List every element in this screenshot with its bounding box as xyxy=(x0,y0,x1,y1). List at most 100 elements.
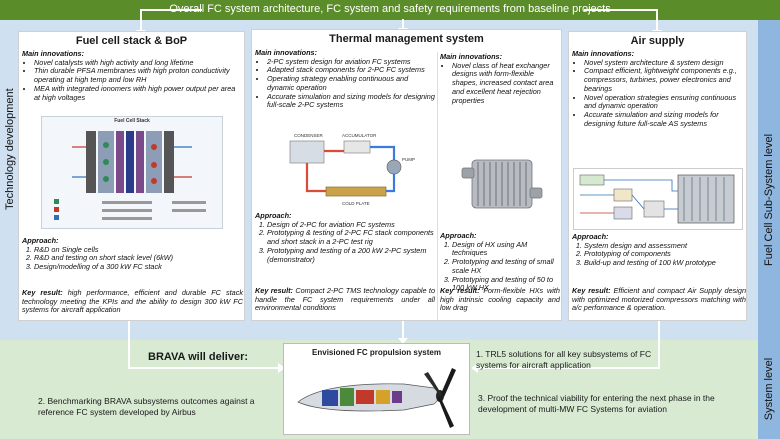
arrow-fc-right xyxy=(128,367,280,369)
air-approach: Approach: System design and assessment P… xyxy=(572,232,746,268)
list-item: Design/modelling of a 300 kW FC stack xyxy=(34,262,243,272)
air-key-result: Key result: Efficient and compact Air Su… xyxy=(572,286,746,313)
list-item: 2-PC system design for aviation FC syste… xyxy=(267,57,435,67)
system-level-label: System level xyxy=(763,357,775,421)
air-supply-schematic-image xyxy=(573,168,743,230)
arrow-air-down xyxy=(658,321,660,369)
arrow-fc-down xyxy=(128,321,130,369)
list-item: Design of 2-PC for aviation FC systems xyxy=(267,220,435,230)
hx-innovations: Main innovations: Novel class of heat ex… xyxy=(440,52,560,106)
key-result-label: Key result: xyxy=(440,286,480,295)
list-item: Adapted stack components for 2-PC FC sys… xyxy=(267,66,435,75)
thermal-management-panel: Thermal management system Main innovatio… xyxy=(251,29,562,321)
innovations-list: 2-PC system design for aviation FC syste… xyxy=(255,57,435,110)
list-item: Prototyping and testing of 50 to 100 kW … xyxy=(452,275,560,293)
fuel-cell-title: Fuel cell stack & BoP xyxy=(75,35,188,47)
deliverable-2-text: 2. Benchmarking BRAVA subsystems outcome… xyxy=(38,396,255,417)
key-result-text: Efficient and compact Air Supply design … xyxy=(572,286,746,313)
heat-exchanger-illustration xyxy=(461,159,543,209)
list-item: R&D on Single cells xyxy=(34,245,243,255)
key-result-label: Key result: xyxy=(22,288,63,297)
arrow-mid-down xyxy=(402,19,404,31)
deliverable-3-text: 3. Proof the technical viability for ent… xyxy=(478,393,715,414)
hx-key-result: Key result: Form-flexible HXs with high … xyxy=(440,286,560,313)
fuel-cell-innovations: Main innovations: Novel catalysts with h… xyxy=(22,49,243,103)
approach-heading: Approach: xyxy=(22,236,59,245)
header-bar: Overall FC system architecture, FC syste… xyxy=(0,0,780,20)
cold-plate-label: COLD PLATE xyxy=(342,201,370,206)
envisioned-propulsion-title: Envisioned FC propulsion system xyxy=(312,348,441,357)
header-title: Overall FC system architecture, FC syste… xyxy=(169,3,611,15)
list-item: Novel system architecture & system desig… xyxy=(584,58,746,68)
deliverable-2: 2. Benchmarking BRAVA subsystems outcome… xyxy=(38,396,278,418)
air-supply-title: Air supply xyxy=(630,35,685,47)
innovations-heading: Main innovations: xyxy=(22,49,85,58)
fuel-cell-approach: Approach: R&D on Single cells R&D and te… xyxy=(22,236,243,272)
thermal-divider xyxy=(437,52,438,320)
key-result-text: Compact 2-PC TMS technology capable to h… xyxy=(255,286,435,313)
sub-system-level-label: Fuel Cell Sub-System level xyxy=(763,133,775,266)
arrow-fc-head xyxy=(278,363,285,373)
list-item: Novel class of heat exchanger designs wi… xyxy=(452,61,560,106)
approach-heading: Approach: xyxy=(440,231,477,240)
innovations-heading: Main innovations: xyxy=(572,49,635,58)
approach-list: Design of HX using AM techniques Prototy… xyxy=(440,240,560,293)
list-item: Operating strategy enabling continuous a… xyxy=(267,74,435,92)
list-item: Prototyping and testing of a 200 kW 2-PC… xyxy=(267,246,435,264)
technology-development-label: Technology development xyxy=(4,88,16,210)
list-item: Accurate simulation and sizing models fo… xyxy=(267,92,435,110)
fuel-cell-stack-illustration xyxy=(54,131,206,220)
deliverable-1-text: 1. TRL5 solutions for all key subsystems… xyxy=(476,349,652,370)
envisioned-propulsion-box: Envisioned FC propulsion system xyxy=(283,343,470,435)
hx-approach: Approach: Design of HX using AM techniqu… xyxy=(440,231,560,293)
image-caption: Fuel Cell Stack xyxy=(114,118,150,124)
list-item: Novel catalysts with high activity and l… xyxy=(34,58,243,68)
list-item: Prototyping and testing of small scale H… xyxy=(452,257,560,275)
brava-deliver-title: BRAVA will deliver: xyxy=(148,351,249,363)
innovations-heading: Main innovations: xyxy=(440,52,503,61)
heat-exchanger-image xyxy=(458,148,548,222)
fuel-cell-key-result: Key result: high performance, efficient … xyxy=(22,288,243,315)
propulsion-system-illustration xyxy=(297,368,456,428)
condenser-label: CONDENSER xyxy=(294,133,324,138)
deliverable-3: 3. Proof the technical viability for ent… xyxy=(478,393,740,415)
arrow-left-down xyxy=(140,9,142,33)
list-item: System design and assessment xyxy=(584,241,746,251)
approach-heading: Approach: xyxy=(255,211,292,220)
arrow-right-down xyxy=(656,9,658,33)
approach-heading: Approach: xyxy=(572,232,609,241)
arrow-tms-head xyxy=(398,338,408,344)
thermal-innovations: Main innovations: 2-PC system design for… xyxy=(255,48,435,110)
approach-list: System design and assessment Prototyping… xyxy=(572,241,746,268)
air-supply-schematic xyxy=(579,174,735,224)
innovations-list: Novel system architecture & system desig… xyxy=(572,58,746,129)
arrow-air-head xyxy=(471,363,478,373)
arrow-right-horizontal xyxy=(584,9,658,11)
list-item: Build-up and testing of 100 kW prototype xyxy=(584,258,746,268)
air-innovations: Main innovations: Novel system architect… xyxy=(572,49,746,129)
list-item: Thin durable PFSA membranes with high pr… xyxy=(34,66,243,84)
list-item: R&D and testing on short stack level (6k… xyxy=(34,254,243,263)
list-item: Prototyping & testing of 2-PC FC stack c… xyxy=(267,228,435,246)
key-result-text: high performance, efficient and durable … xyxy=(22,288,243,315)
accumulator-label: ACCUMULATOR xyxy=(342,133,377,138)
list-item: Design of HX using AM techniques xyxy=(452,240,560,258)
thermal-approach: Approach: Design of 2-PC for aviation FC… xyxy=(255,211,435,264)
innovations-list: Novel catalysts with high activity and l… xyxy=(22,58,243,103)
key-result-label: Key result: xyxy=(255,286,293,295)
two-phase-cooling-image: CONDENSER ACCUMULATOR PUMP COLD PLATE xyxy=(282,127,426,209)
key-result-text: Form-flexible HXs with high intrinsic co… xyxy=(440,286,560,313)
list-item: Compact efficient, lightweight component… xyxy=(584,67,746,93)
right-level-bar xyxy=(758,20,780,439)
two-phase-cooling-illustration: CONDENSER ACCUMULATOR PUMP COLD PLATE xyxy=(289,133,415,206)
air-supply-panel: Air supply Main innovations: Novel syste… xyxy=(568,31,747,321)
arrow-air-left xyxy=(478,367,660,369)
innovations-heading: Main innovations: xyxy=(255,48,318,57)
list-item: Novel operation strategies ensuring cont… xyxy=(584,93,746,111)
thermal-title: Thermal management system xyxy=(329,33,484,45)
list-item: MEA with integrated ionomers with high p… xyxy=(34,84,243,102)
thermal-key-result: Key result: Compact 2-PC TMS technology … xyxy=(255,286,435,313)
approach-list: R&D on Single cells R&D and testing on s… xyxy=(22,245,243,272)
pump-label: PUMP xyxy=(402,157,415,162)
deliverable-1: 1. TRL5 solutions for all key subsystems… xyxy=(476,349,674,371)
